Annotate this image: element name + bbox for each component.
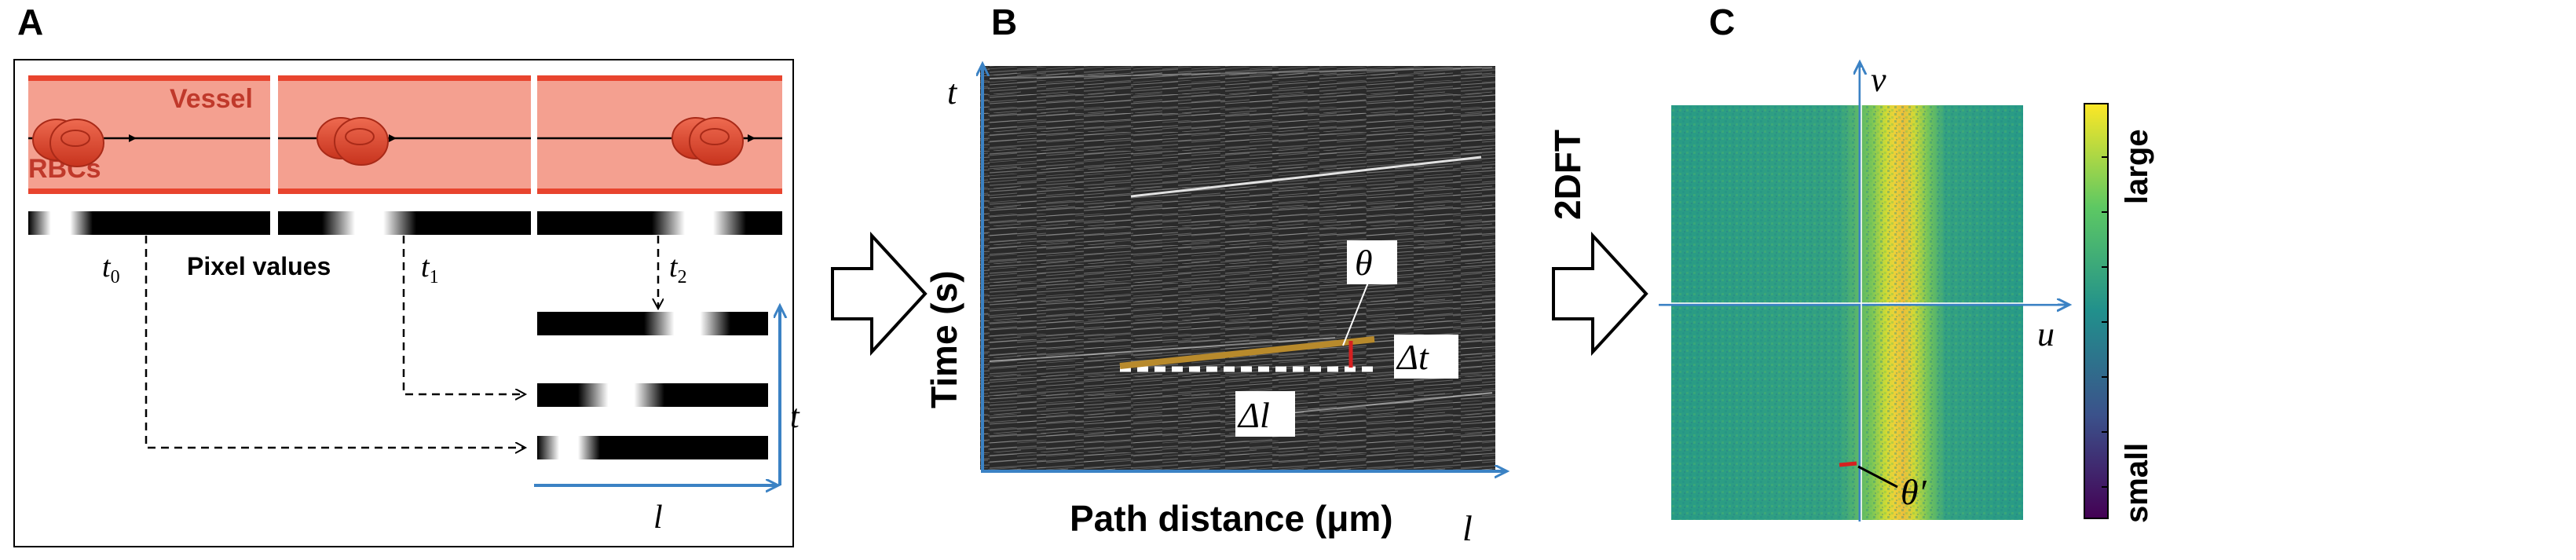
connector-t0 xyxy=(145,236,525,448)
transform-label: 2DFT xyxy=(1547,130,1588,220)
streak-fit-line xyxy=(1119,336,1375,369)
stacked-strip-t2 xyxy=(537,312,768,335)
colorbar xyxy=(2084,103,2109,519)
t0-label: t0 xyxy=(102,251,120,287)
theta-prime-leader xyxy=(1857,465,1898,489)
rbc-cell-2 xyxy=(317,117,389,166)
delta-t-label-box xyxy=(1394,335,1458,379)
rbc-cell-1 xyxy=(32,119,104,167)
panel-b-l-label: l xyxy=(1462,508,1473,548)
stacked-strip-t1 xyxy=(537,383,768,407)
panel-c-letter: C xyxy=(1709,2,1735,42)
rbc-cell-3 xyxy=(671,117,744,166)
stacked-strip-t0 xyxy=(537,436,768,459)
kymograph-image xyxy=(980,66,1495,470)
panel-b-t-label: t xyxy=(947,73,958,112)
pixel-strip-1 xyxy=(28,211,270,235)
theta-prime-label: θ′ xyxy=(1901,472,1927,512)
theta-label-box xyxy=(1347,240,1397,284)
theta-leader xyxy=(1342,274,1372,346)
vessel-label: Vessel xyxy=(170,84,253,114)
colorbar-high-label: large xyxy=(2120,129,2154,204)
transition-arrow-bc xyxy=(1552,231,1648,357)
t1-label: t1 xyxy=(421,251,439,287)
panel-b-xlabel: Path distance (μm) xyxy=(1070,498,1393,539)
vessel-segment-2 xyxy=(278,75,531,194)
theta-label: θ xyxy=(1355,243,1373,283)
theta-prime-marker xyxy=(1839,461,1857,467)
panel-a-frame xyxy=(13,59,794,547)
panel-c-v-label: v xyxy=(1871,60,1886,99)
transition-arrow-ab xyxy=(831,231,928,357)
pixel-strip-2 xyxy=(278,211,531,235)
panel-b-ylabel: Time (s) xyxy=(924,270,964,408)
panel-a-letter: A xyxy=(17,2,43,42)
pixel-strip-3 xyxy=(537,211,782,235)
panel-a-t-label: t xyxy=(790,399,800,435)
delta-t-label: Δt xyxy=(1396,337,1429,377)
pixel-values-label: Pixel values xyxy=(187,252,331,280)
colorbar-low-label: small xyxy=(2120,443,2154,523)
delta-l-label-box xyxy=(1235,391,1295,437)
panel-a-l-label: l xyxy=(653,500,663,536)
delta-l-label: Δl xyxy=(1237,395,1270,435)
panel-c-u-label: u xyxy=(2037,315,2055,353)
spectrum-image xyxy=(1671,105,2023,520)
panel-b-letter: B xyxy=(991,2,1017,42)
vessel-segment-3 xyxy=(537,75,782,194)
t2-label: t2 xyxy=(669,251,687,287)
colorbar-ticks xyxy=(2102,156,2108,488)
